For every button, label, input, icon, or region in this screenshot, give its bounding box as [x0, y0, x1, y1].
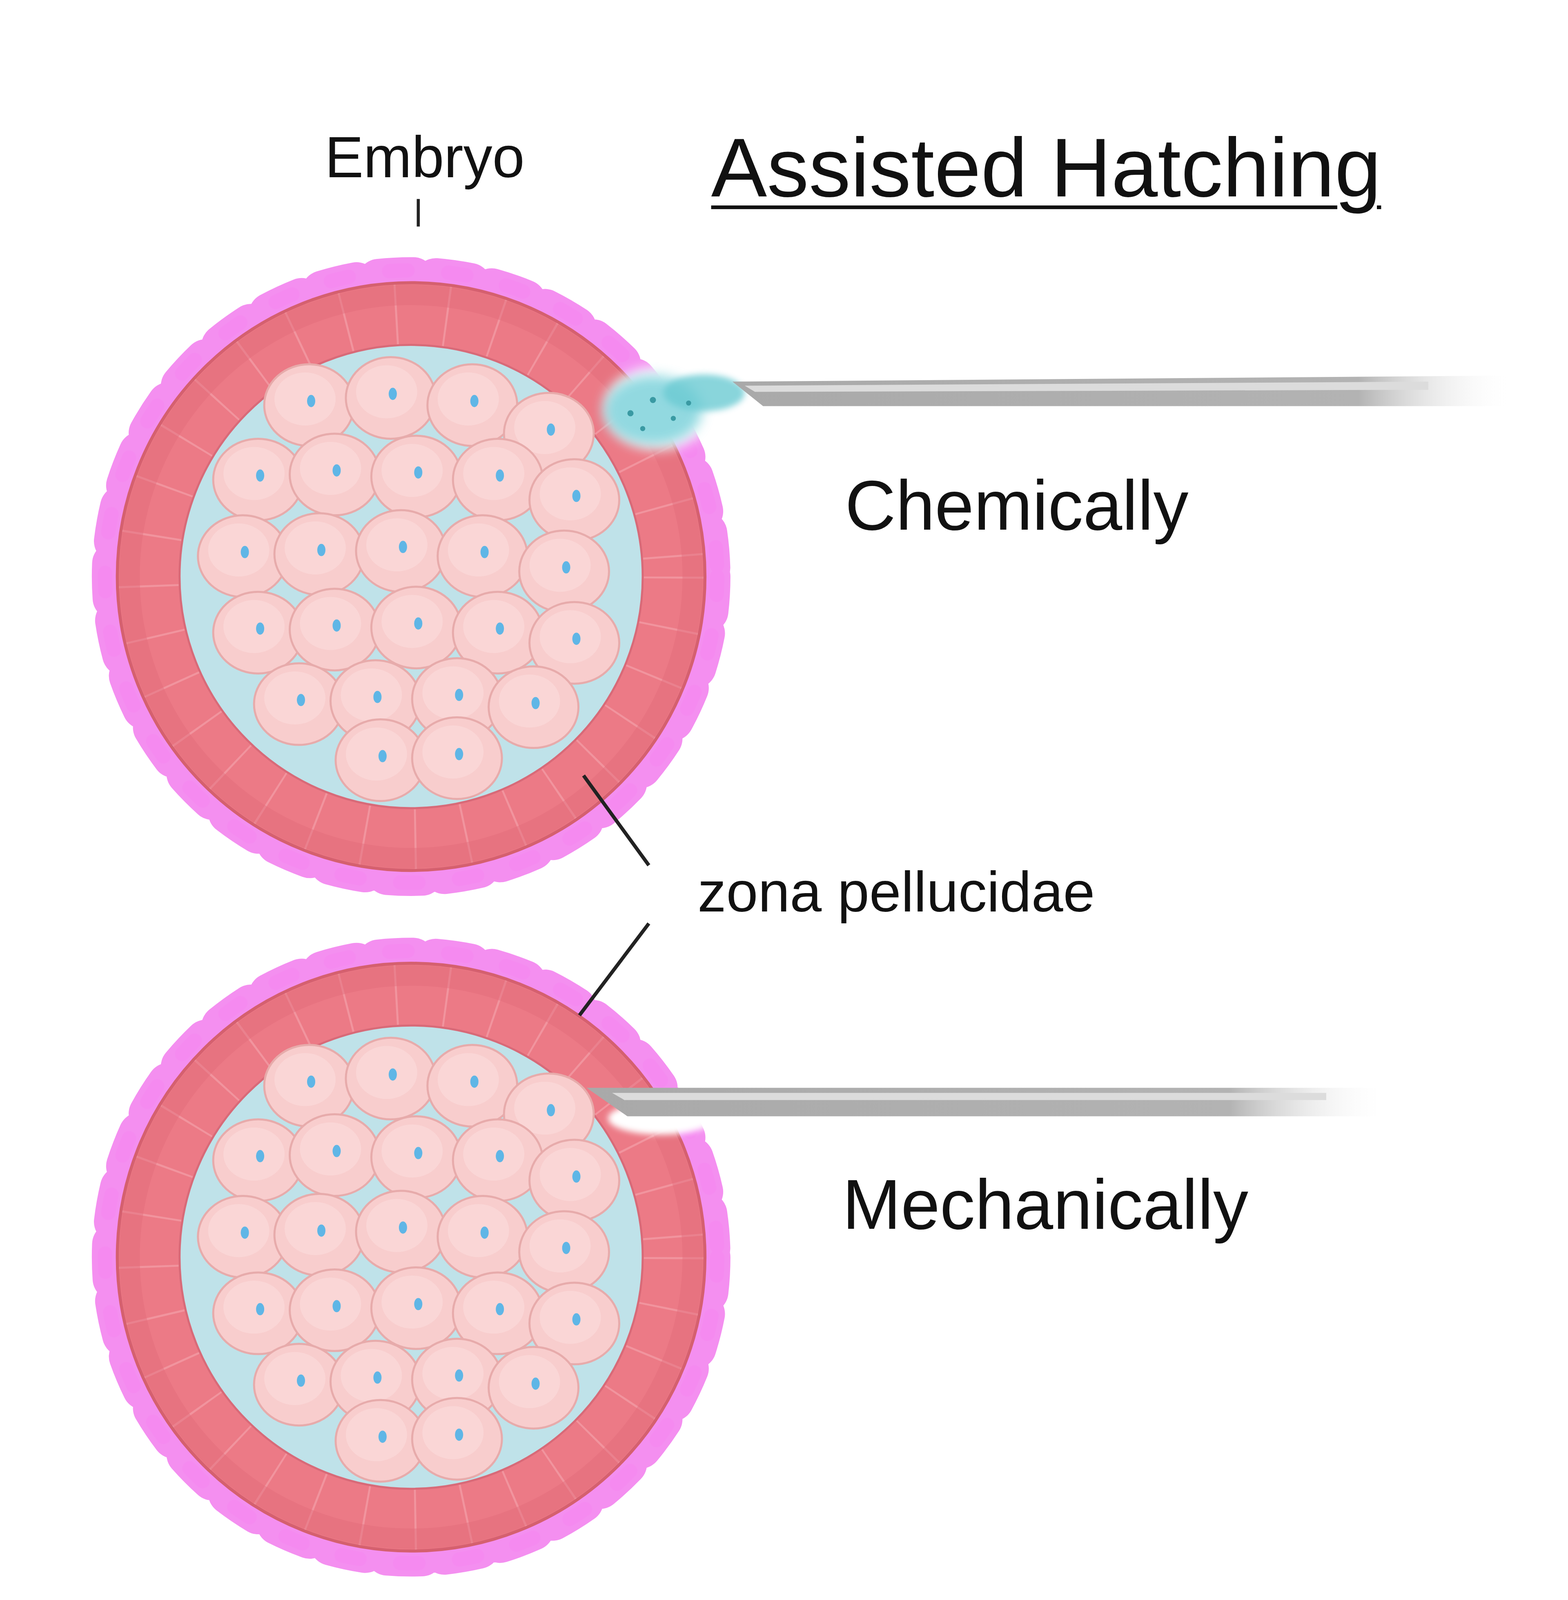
- method-label: Chemically: [844, 465, 1189, 546]
- pipette-bottom-shine: [612, 1092, 1327, 1100]
- diagram-title: Assisted Hatching: [711, 119, 1382, 216]
- acid-spray: [603, 367, 745, 450]
- embryo-top: [104, 270, 718, 883]
- method-label: Mechanically: [842, 1164, 1249, 1246]
- embryo-tick: [416, 198, 420, 227]
- part-label: zona pellucidae: [697, 858, 1096, 925]
- part-label: Embryo: [324, 123, 525, 191]
- pipette-top: [732, 375, 1515, 407]
- embryo-bottom: [104, 951, 718, 1564]
- pipette-bottom: [586, 1087, 1390, 1117]
- leader-line: [583, 775, 649, 866]
- pipette-top-shine: [744, 381, 1429, 392]
- leader-line: [579, 923, 649, 1016]
